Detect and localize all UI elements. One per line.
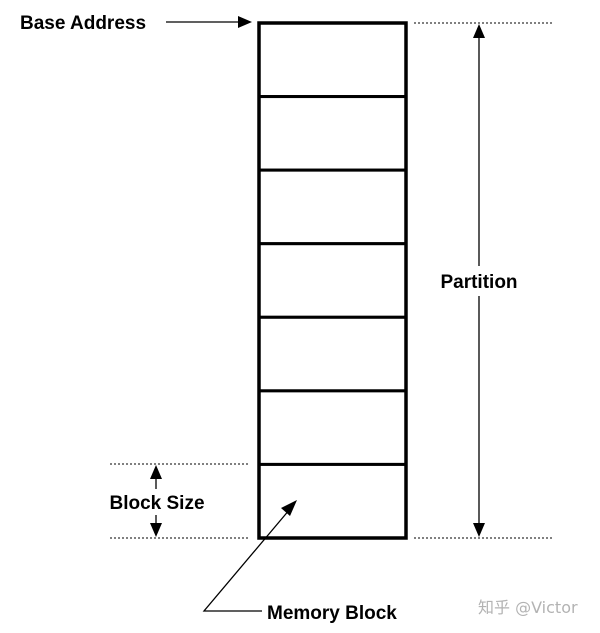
block-size-arrow-head-bottom: [150, 523, 162, 537]
memory-block-7: [257, 462, 408, 540]
block-size-label: Block Size: [109, 493, 204, 514]
partition-label: Partition: [440, 272, 517, 293]
base-address-label: Base Address: [20, 13, 146, 34]
memory-block-pointer-line: [202, 508, 291, 612]
partition-label-backdrop: [434, 266, 524, 296]
memory-block-5: [257, 315, 408, 393]
memory-block-4: [257, 242, 408, 319]
memory-block-6: [257, 389, 408, 466]
memory-block-label: Memory Block: [267, 603, 397, 624]
block-size-arrow-head-top: [150, 465, 162, 479]
base-address-arrow-head: [238, 16, 252, 28]
memory-blocks: [257, 21, 408, 540]
memory-block-pointer-head: [281, 500, 297, 516]
watermark-text: 知乎 @Victor: [478, 598, 578, 617]
memory-block-2: [257, 95, 408, 172]
memory-block-1: [257, 21, 408, 99]
partition-border: [257, 21, 408, 540]
partition-arrow-head-bottom: [473, 523, 485, 537]
partition-arrow-head-top: [473, 24, 485, 38]
memory-block-3: [257, 168, 408, 246]
block-size-label-backdrop: [104, 489, 210, 515]
